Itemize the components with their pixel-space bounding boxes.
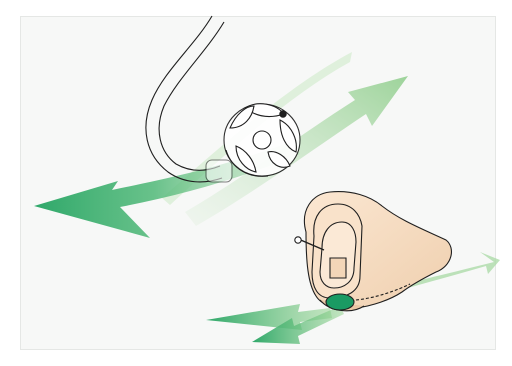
earbud-tube	[145, 15, 233, 183]
earbud-dome	[223, 103, 301, 177]
airflow-arrow-left	[34, 142, 300, 238]
hearing-aid-shell	[294, 191, 452, 312]
